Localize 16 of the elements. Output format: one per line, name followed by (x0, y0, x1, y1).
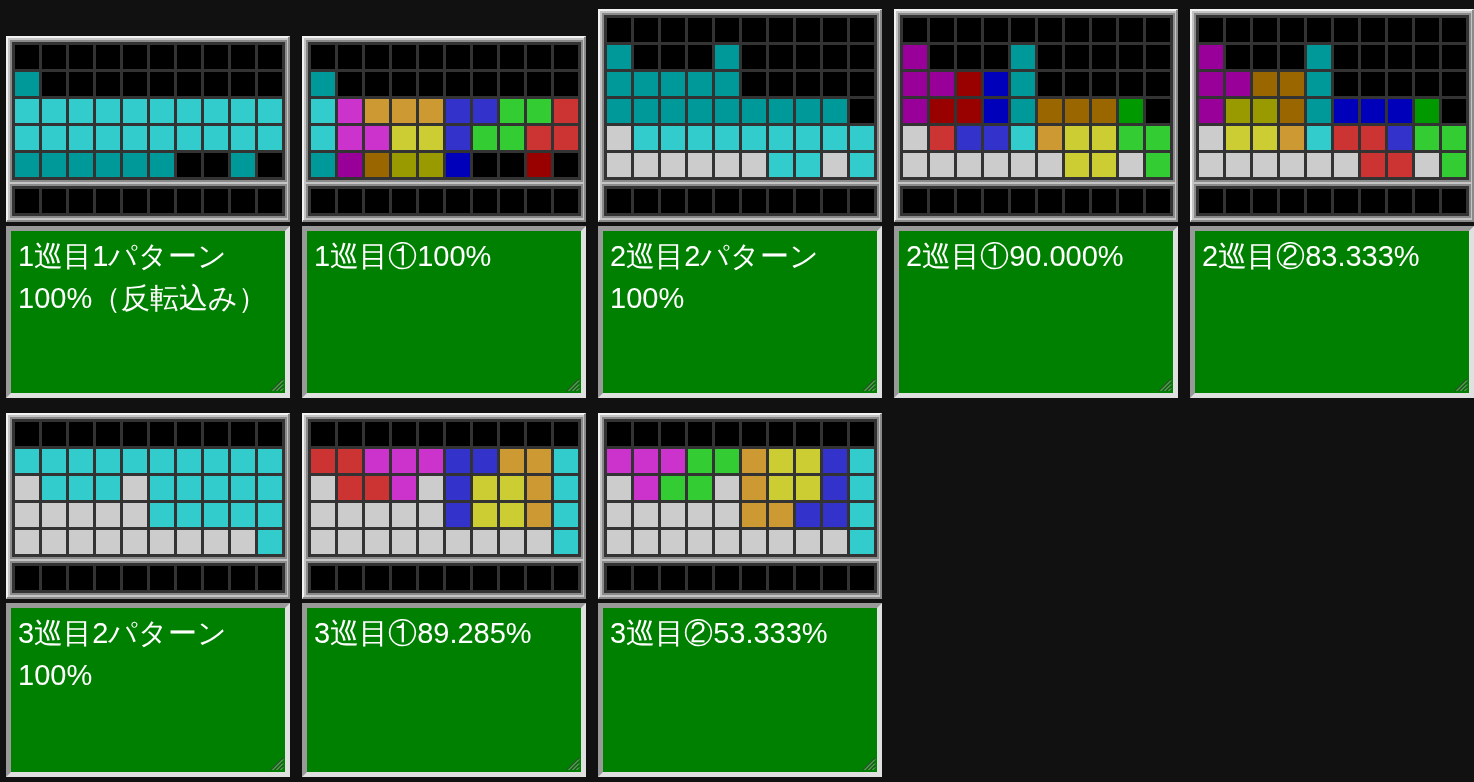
result-panel (6, 226, 290, 398)
result-panel (6, 603, 290, 777)
result-panel (302, 603, 586, 777)
result-text: 3巡目①89.285% (314, 616, 533, 651)
result-text: 1巡目①100% (314, 239, 493, 274)
result-text: 2巡目②83.333% (1202, 239, 1421, 274)
result-text: 3巡目②53.333% (610, 616, 829, 651)
result-panel (894, 226, 1178, 398)
result-text: 2巡目2パターン100% (610, 239, 821, 316)
result-panel (302, 226, 586, 398)
result-panel (598, 603, 882, 777)
result-text: 1巡目1パターン100%（反転込み） (18, 239, 269, 316)
result-text: 2巡目①90.000% (906, 239, 1125, 274)
result-text: 3巡目2パターン100% (18, 616, 229, 693)
result-panel (598, 226, 882, 398)
result-panel (1190, 226, 1474, 398)
